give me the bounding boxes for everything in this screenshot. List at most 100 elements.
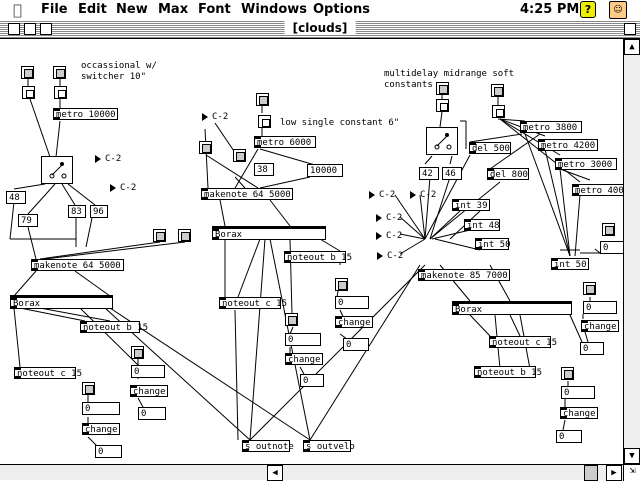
bang-button[interactable] bbox=[492, 105, 505, 118]
borax-object[interactable]: Borax bbox=[10, 295, 113, 309]
int-object[interactable]: int 39 bbox=[452, 199, 490, 211]
toggle[interactable] bbox=[21, 66, 34, 79]
toggle[interactable] bbox=[561, 367, 574, 380]
toggle[interactable] bbox=[491, 84, 504, 97]
toggle[interactable] bbox=[256, 93, 269, 106]
message-box[interactable]: C-2 bbox=[95, 153, 123, 165]
menu-new[interactable]: New bbox=[116, 2, 148, 17]
bang-button[interactable] bbox=[22, 86, 35, 99]
window-titlebar[interactable]: [clouds] bbox=[0, 20, 640, 39]
menu-max[interactable]: Max bbox=[158, 2, 189, 17]
number-box[interactable]: 0 bbox=[335, 296, 369, 309]
bang-button[interactable] bbox=[436, 99, 449, 112]
number-box[interactable]: 0 bbox=[580, 342, 604, 355]
noteout-object[interactable]: noteout b 15 bbox=[284, 251, 352, 263]
toggle[interactable] bbox=[335, 278, 348, 291]
number-box[interactable]: 96 bbox=[90, 205, 108, 218]
finder-icon[interactable]: ☺ bbox=[609, 1, 627, 19]
toggle[interactable] bbox=[602, 223, 615, 236]
apple-menu-icon[interactable]:  bbox=[13, 1, 22, 19]
makenote-object[interactable]: makenote 85 7000 bbox=[418, 269, 510, 281]
horizontal-scrollbar[interactable]: ◀ ▶ bbox=[0, 464, 623, 481]
zoom-box-icon[interactable] bbox=[40, 23, 52, 35]
scroll-thumb[interactable] bbox=[584, 465, 598, 481]
toggle[interactable] bbox=[583, 282, 596, 295]
change-object[interactable]: change bbox=[335, 316, 373, 328]
message-box[interactable]: C-2 bbox=[376, 212, 404, 224]
borax-object[interactable]: Borax bbox=[452, 301, 572, 315]
scroll-up-icon[interactable]: ▲ bbox=[624, 39, 640, 55]
send-outnote-object[interactable]: s outnote bbox=[242, 440, 294, 452]
patcher-canvas[interactable]: occassional w/ switcher 10" metro 10000 … bbox=[0, 39, 623, 464]
borax-object[interactable]: Borax bbox=[212, 226, 326, 240]
toggle[interactable] bbox=[285, 313, 298, 326]
change-object[interactable]: change bbox=[285, 353, 323, 365]
toggle[interactable] bbox=[199, 141, 212, 154]
close-box-icon[interactable] bbox=[8, 23, 20, 35]
menu-edit[interactable]: Edit bbox=[78, 2, 107, 17]
menu-windows[interactable]: Windows bbox=[241, 2, 308, 17]
toggle[interactable] bbox=[233, 149, 246, 162]
scroll-right-icon[interactable]: ▶ bbox=[606, 465, 622, 481]
number-box[interactable]: 0 bbox=[138, 407, 166, 420]
noteout-object[interactable]: noteout c 15 bbox=[489, 336, 557, 348]
int-object[interactable]: int 50 bbox=[475, 238, 511, 250]
int-object[interactable]: int 48 bbox=[464, 219, 500, 231]
delay-object[interactable]: del 500 bbox=[469, 142, 511, 154]
switch-object[interactable] bbox=[426, 127, 458, 155]
message-box[interactable]: C-2 bbox=[110, 182, 138, 194]
metro-object[interactable]: metro 400 bbox=[572, 184, 623, 196]
send-outvelo-object[interactable]: s outvelo bbox=[303, 440, 355, 452]
number-box[interactable]: 10000 bbox=[307, 164, 343, 177]
number-box[interactable]: 0 bbox=[556, 430, 582, 443]
number-box[interactable]: 0 bbox=[600, 241, 623, 254]
metro-object[interactable]: metro 3800 bbox=[520, 121, 582, 133]
message-box[interactable]: C-2 bbox=[376, 230, 404, 242]
switch-object[interactable] bbox=[41, 156, 73, 184]
change-object[interactable]: change bbox=[130, 385, 168, 397]
change-object[interactable]: change bbox=[581, 320, 619, 332]
toggle[interactable] bbox=[53, 66, 66, 79]
noteout-object[interactable]: noteout b 15 bbox=[474, 366, 542, 378]
int-object[interactable]: int 50 bbox=[551, 258, 589, 270]
help-icon[interactable]: ? bbox=[580, 1, 596, 18]
bang-button[interactable] bbox=[258, 115, 271, 128]
scroll-down-icon[interactable]: ▼ bbox=[624, 448, 640, 464]
menu-font[interactable]: Font bbox=[198, 2, 231, 17]
delay-object[interactable]: del 800 bbox=[487, 168, 529, 180]
noteout-object[interactable]: noteout b 15 bbox=[80, 321, 148, 333]
collapse-box-icon[interactable] bbox=[624, 23, 636, 35]
toggle[interactable] bbox=[153, 229, 166, 242]
toggle[interactable] bbox=[82, 382, 95, 395]
makenote-object[interactable]: makenote 64 5000 bbox=[201, 188, 293, 200]
metro-object[interactable]: metro 6000 bbox=[254, 136, 316, 148]
menu-options[interactable]: Options bbox=[313, 2, 370, 17]
resize-grip-icon[interactable]: ⇲ bbox=[623, 464, 640, 481]
number-box[interactable]: 0 bbox=[131, 365, 165, 378]
message-box[interactable]: C-2 bbox=[202, 111, 230, 123]
number-box[interactable]: 46 bbox=[442, 167, 462, 180]
message-box[interactable]: C-2 bbox=[410, 189, 438, 201]
number-box[interactable]: 48 bbox=[6, 191, 26, 204]
number-box[interactable]: 0 bbox=[285, 333, 321, 346]
number-box[interactable]: 79 bbox=[18, 214, 38, 227]
toggle[interactable] bbox=[436, 82, 449, 95]
toggle[interactable] bbox=[178, 229, 191, 242]
scroll-left-icon[interactable]: ◀ bbox=[267, 465, 283, 481]
vertical-scrollbar[interactable]: ▲ ▼ bbox=[623, 39, 640, 464]
number-box[interactable]: 83 bbox=[68, 205, 86, 218]
number-box[interactable]: 42 bbox=[419, 167, 439, 180]
menu-file[interactable]: File bbox=[41, 2, 68, 17]
noteout-object[interactable]: noteout c 15 bbox=[219, 297, 287, 309]
change-object[interactable]: change bbox=[82, 423, 120, 435]
number-box[interactable]: 0 bbox=[300, 374, 324, 387]
number-box[interactable]: 0 bbox=[561, 386, 595, 399]
number-box[interactable]: 38 bbox=[254, 163, 274, 176]
change-object[interactable]: change bbox=[560, 407, 598, 419]
lock-icon[interactable] bbox=[24, 23, 36, 35]
number-box[interactable]: 0 bbox=[95, 445, 122, 458]
makenote-object[interactable]: makenote 64 5000 bbox=[31, 259, 124, 271]
number-box[interactable]: 0 bbox=[343, 338, 369, 351]
bang-button[interactable] bbox=[54, 86, 67, 99]
metro-object[interactable]: metro 3000 bbox=[555, 158, 617, 170]
